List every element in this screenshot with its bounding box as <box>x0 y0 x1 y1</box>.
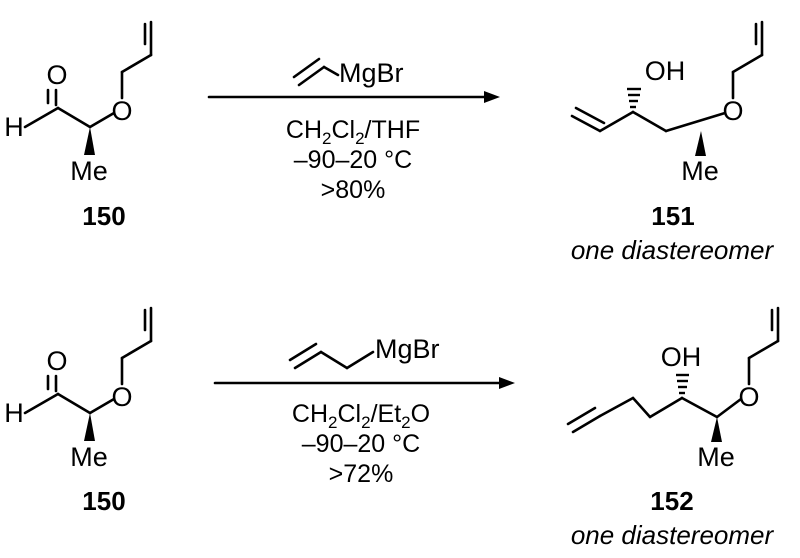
hashed-bond <box>676 373 689 395</box>
ether-oxygen-label: O <box>111 96 132 126</box>
wedge-bond <box>711 417 722 442</box>
reagent-label: MgBr <box>375 334 440 364</box>
aldehyde-hydrogen-label: H <box>4 112 24 142</box>
wedge-bond <box>84 127 95 155</box>
ether-oxygen-label: O <box>111 382 132 412</box>
starting-material-150: O H O Me 150 <box>4 306 153 516</box>
starting-material-150: O H O Me 150 <box>4 20 153 231</box>
hashed-bond <box>627 87 641 109</box>
bond-lines <box>23 306 153 415</box>
temperature-text: –90–20 °C <box>294 146 412 174</box>
temperature-text: –90–20 °C <box>302 430 420 458</box>
ether-oxygen-label: O <box>722 96 743 126</box>
yield-text: >72% <box>329 460 394 488</box>
wedge-bond <box>84 413 95 441</box>
methyl-label: Me <box>70 156 108 186</box>
yield-text: >80% <box>321 176 386 204</box>
reaction-1: O H O Me 150 MgBr <box>4 20 775 265</box>
arrowhead <box>499 377 515 389</box>
bond-lines <box>566 306 780 434</box>
methyl-label: Me <box>70 442 108 472</box>
methyl-label: Me <box>681 156 719 186</box>
product-152: OH O Me 152 <box>566 306 780 550</box>
reaction-2: O H O Me 150 MgBr <box>4 306 780 550</box>
aldehyde-hydrogen-label: H <box>4 398 24 428</box>
bond-lines <box>23 20 153 129</box>
reagent-label: MgBr <box>339 58 404 88</box>
bond-lines <box>570 20 764 133</box>
carbonyl-oxygen-label: O <box>46 60 67 90</box>
solvent-text: CH2Cl2/THF <box>286 116 420 148</box>
hydroxyl-label: OH <box>661 342 702 372</box>
methyl-label: Me <box>697 442 735 472</box>
compound-label: 152 <box>650 486 693 516</box>
compound-label: 151 <box>651 201 694 231</box>
arrowhead <box>484 91 500 103</box>
solvent-text: CH2Cl2/Et2O <box>292 400 430 432</box>
reagent-allyl-mgbr: MgBr <box>288 334 440 370</box>
product-151: OH O Me 151 one diastere <box>570 20 775 265</box>
ether-oxygen-label: O <box>738 382 759 412</box>
reaction-conditions: CH2Cl2/Et2O –90–20 °C >72% <box>292 400 430 488</box>
diastereomer-note: one diastereomer <box>571 235 775 265</box>
compound-label: 150 <box>82 486 125 516</box>
wedge-bond <box>695 131 706 156</box>
diastereomer-note: one diastereomer <box>571 520 775 550</box>
carbonyl-oxygen-label: O <box>46 346 67 376</box>
reaction-conditions: CH2Cl2/THF –90–20 °C >80% <box>286 116 420 204</box>
reagent-vinyl-mgbr: MgBr <box>292 57 404 88</box>
hydroxyl-label: OH <box>645 56 686 86</box>
compound-label: 150 <box>82 201 125 231</box>
